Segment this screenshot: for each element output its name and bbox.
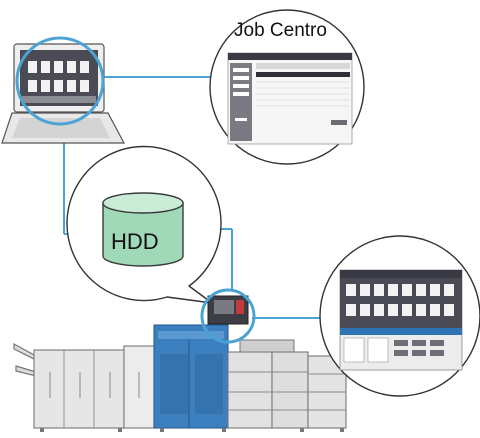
production-printer-icon (13, 295, 347, 432)
job-centro-label: Job Centro (234, 20, 327, 41)
laptop-highlight-ring (15, 36, 105, 126)
control-panel-callout (319, 235, 480, 397)
job-centro-callout (209, 9, 365, 165)
control-panel-highlight-ring (200, 288, 256, 344)
hdd-cylinder-icon (102, 192, 184, 267)
hdd-label: HDD (111, 229, 159, 254)
